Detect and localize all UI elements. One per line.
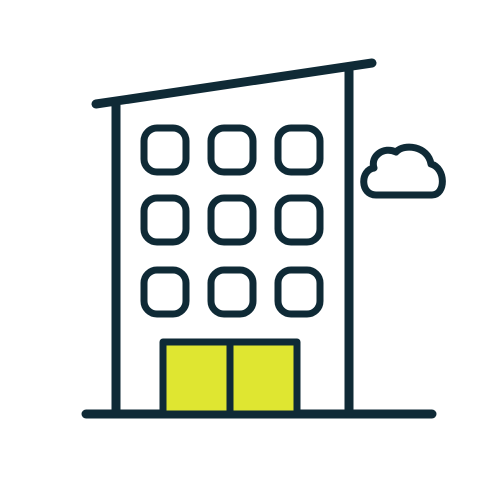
window <box>207 194 257 246</box>
window <box>140 124 190 176</box>
window <box>140 194 190 246</box>
window-grid <box>140 124 324 318</box>
window <box>207 124 257 176</box>
window <box>140 266 190 318</box>
window <box>274 124 324 176</box>
building-outline <box>91 58 377 419</box>
entrance-door <box>159 338 301 418</box>
window <box>274 194 324 246</box>
window <box>274 266 324 318</box>
window <box>207 266 257 318</box>
cloud-icon <box>360 143 446 199</box>
